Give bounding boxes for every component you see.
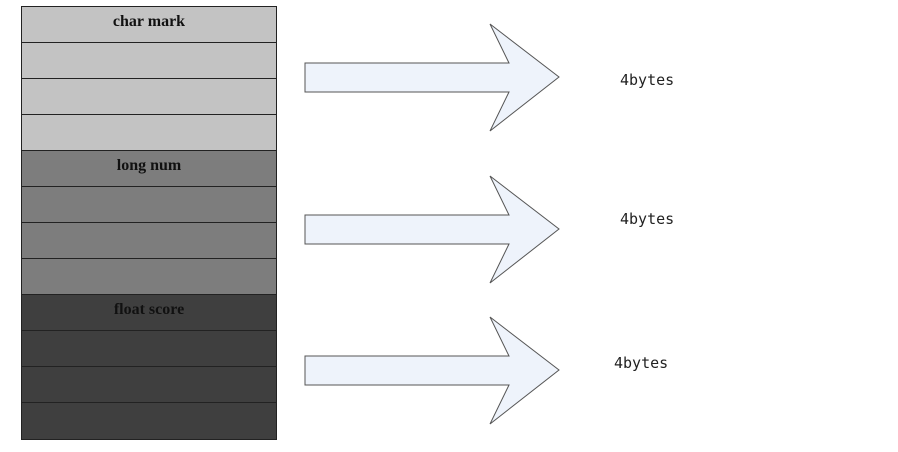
- arrow-right-icon: [304, 175, 560, 284]
- byte-cell: [22, 403, 276, 439]
- size-label-long-num: 4bytes: [620, 210, 675, 228]
- arrow-right-icon: [304, 23, 560, 132]
- byte-cell: [22, 223, 276, 259]
- size-label-char-mark: 4bytes: [620, 71, 675, 89]
- memory-layout-column: char mark long num float score: [21, 6, 277, 440]
- field-label-long-num: long num: [116, 157, 182, 174]
- byte-cell: [22, 115, 276, 151]
- arrow-right-icon: [304, 316, 560, 425]
- byte-cell: [22, 187, 276, 223]
- field-cell-char-mark: char mark: [22, 7, 276, 43]
- field-label-float-score: float score: [113, 301, 185, 318]
- byte-cell: [22, 79, 276, 115]
- byte-cell: [22, 259, 276, 295]
- field-cell-float-score: float score: [22, 295, 276, 331]
- size-label-float-score: 4bytes: [614, 354, 669, 372]
- byte-cell: [22, 367, 276, 403]
- field-cell-long-num: long num: [22, 151, 276, 187]
- byte-cell: [22, 43, 276, 79]
- field-label-char-mark: char mark: [112, 13, 186, 30]
- byte-cell: [22, 331, 276, 367]
